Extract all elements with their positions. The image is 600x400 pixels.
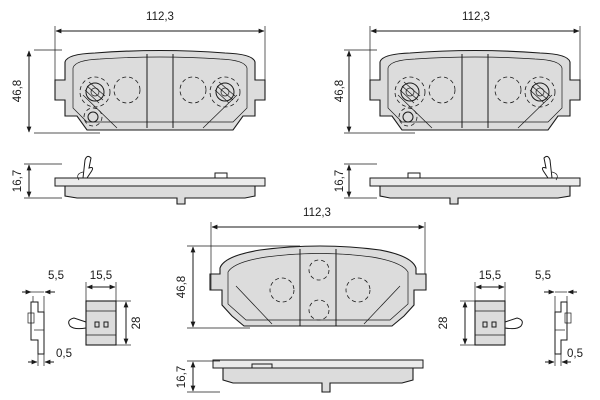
dim-sensor-width-right: 5,5: [535, 270, 551, 282]
pad-top-right: 112,3 46,8 16,7: [334, 11, 581, 205]
pad-top-left: 112,3 46,8 16,7: [12, 11, 266, 205]
dim-height-c: 46,8: [176, 276, 188, 298]
sensor-detail-right: 15,5 28 5,5 0,5: [438, 270, 583, 366]
dim-clip-width-left: 15,5: [90, 270, 112, 282]
dim-thickness-tl: 16,7: [12, 170, 24, 192]
dim-clip-height-left: 28: [131, 317, 143, 330]
dim-sensor-width-left: 5,5: [48, 270, 64, 282]
dim-height-tr: 46,8: [334, 80, 346, 102]
pad-center-side: [212, 359, 424, 393]
dim-clip-height-right: 28: [438, 317, 450, 330]
dim-length-tl: 112,3: [146, 11, 174, 23]
dim-sensor-offset-right: 0,5: [567, 348, 583, 360]
dim-height-tl: 46,8: [12, 80, 24, 102]
dim-clip-width-right: 15,5: [479, 270, 501, 282]
dim-length-c: 112,3: [303, 207, 331, 219]
pad-top-right-side: [369, 155, 581, 205]
dim-thickness-c: 16,7: [176, 366, 188, 388]
sensor-detail-left: 5,5 0,5 15,5 28: [22, 270, 143, 366]
pad-top-left-side: [54, 155, 266, 205]
pad-top-left-face: [54, 49, 266, 131]
pad-center: 112,3 46,8 16,7: [176, 207, 427, 393]
dim-thickness-tr: 16,7: [334, 170, 346, 192]
dim-sensor-offset-left: 0,5: [56, 348, 72, 360]
dim-length-tr: 112,3: [462, 11, 490, 23]
pad-top-right-face: [369, 49, 581, 131]
pad-center-face: [209, 245, 427, 327]
